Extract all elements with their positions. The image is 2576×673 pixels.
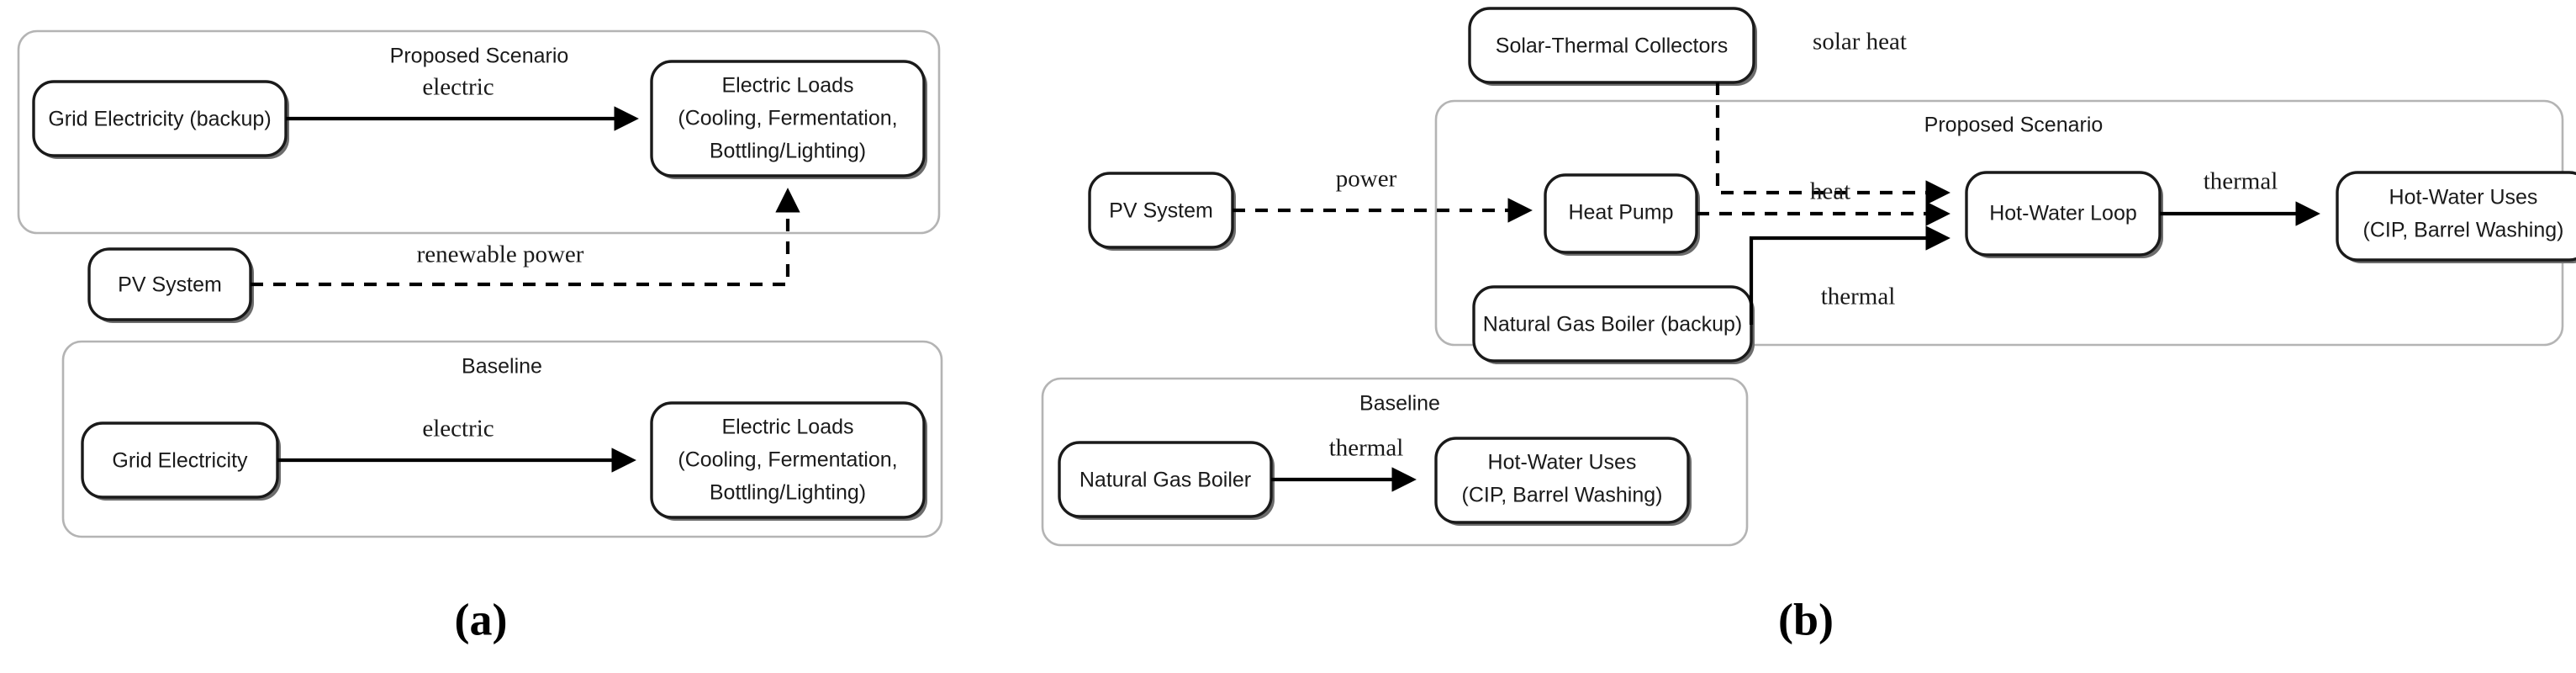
- node-label: Grid Electricity: [112, 449, 248, 473]
- node-hot-water-loop-b[interactable]: Hot-Water Loop: [1965, 171, 2163, 258]
- node-heat-pump-b[interactable]: Heat Pump: [1544, 173, 1700, 256]
- edge-label-heat: heat: [1810, 178, 1850, 205]
- node-label-line2: (CIP, Barrel Washing): [1462, 484, 1663, 507]
- edge-loop-thermal-b: thermal: [2160, 168, 2320, 226]
- node-pv-system-a[interactable]: PV System: [87, 247, 254, 323]
- panel-b: Solar-Thermal Collectors solar heat Prop…: [1041, 7, 2576, 644]
- node-label: Heat Pump: [1568, 201, 1673, 225]
- node-label: Hot-Water Loop: [1989, 202, 2137, 225]
- node-gas-boiler-b-baseline[interactable]: Natural Gas Boiler: [1058, 441, 1275, 520]
- edge-electric-a-baseline: electric: [277, 416, 636, 473]
- edge-line: [251, 188, 800, 287]
- node-solar-thermal-collectors-b[interactable]: Solar-Thermal Collectors: [1468, 7, 1757, 86]
- edge-label: thermal: [2204, 168, 2278, 195]
- node-hot-water-uses-b-proposed[interactable]: Hot-Water Uses (CIP, Barrel Washing): [2336, 171, 2576, 263]
- caption-panel-b: (b): [1778, 594, 1834, 644]
- node-grid-electricity-a-baseline[interactable]: Grid Electricity: [81, 421, 281, 501]
- edge-electric-a-proposed: electric: [286, 74, 639, 131]
- edge-label: thermal: [1329, 435, 1404, 462]
- node-hot-water-uses-b-baseline[interactable]: Hot-Water Uses (CIP, Barrel Washing): [1434, 437, 1692, 526]
- node-label-line2: (Cooling, Fermentation,: [678, 448, 897, 472]
- node-label-line2: (CIP, Barrel Washing): [2363, 219, 2564, 242]
- edge-label: electric: [422, 74, 494, 101]
- edge-label: electric: [422, 416, 494, 442]
- node-label-line1: Electric Loads: [721, 416, 853, 439]
- panel-a: Proposed Scenario Grid Electricity (back…: [17, 29, 943, 644]
- group-title-proposed-b: Proposed Scenario: [1924, 114, 2104, 137]
- edge-label: renewable power: [417, 241, 584, 268]
- node-label: Solar-Thermal Collectors: [1496, 34, 1728, 58]
- edge-label: power: [1336, 166, 1397, 193]
- edge-label: thermal: [1821, 284, 1896, 310]
- group-title-baseline-b: Baseline: [1359, 392, 1440, 416]
- group-title-proposed-a: Proposed Scenario: [390, 45, 569, 68]
- node-label: Natural Gas Boiler: [1079, 469, 1251, 492]
- edge-boiler-thermal-b: thermal: [1749, 225, 1950, 325]
- node-label: Natural Gas Boiler (backup): [1483, 313, 1742, 336]
- edge-label-solar-heat: solar heat: [1813, 29, 1907, 56]
- caption-panel-a: (a): [455, 594, 508, 644]
- node-pv-system-b[interactable]: PV System: [1088, 172, 1236, 251]
- node-label-line1: Hot-Water Uses: [2389, 186, 2538, 209]
- edge-line: [1749, 225, 1950, 325]
- node-gas-boiler-backup-b[interactable]: Natural Gas Boiler (backup): [1472, 285, 1755, 364]
- group-title-baseline-a: Baseline: [462, 355, 542, 379]
- edge-baseline-thermal-b: thermal: [1271, 435, 1417, 492]
- node-box[interactable]: [1468, 7, 1755, 84]
- edge-solar-heat-line-b: heat: [1715, 82, 1950, 205]
- node-electric-loads-a-proposed[interactable]: Electric Loads (Cooling, Fermentation, B…: [650, 60, 927, 179]
- edge-renewable-power-a: renewable power: [251, 188, 800, 287]
- node-box[interactable]: [2336, 171, 2576, 262]
- node-box[interactable]: [650, 60, 926, 178]
- node-label-line1: Electric Loads: [721, 74, 853, 98]
- node-label-line3: Bottling/Lighting): [710, 140, 866, 163]
- node-label-line1: Hot-Water Uses: [1488, 451, 1637, 474]
- node-grid-electricity-backup-a[interactable]: Grid Electricity (backup): [32, 80, 289, 159]
- node-label: Grid Electricity (backup): [48, 108, 271, 131]
- node-label: PV System: [1109, 199, 1213, 223]
- node-label-line2: (Cooling, Fermentation,: [678, 107, 897, 130]
- node-electric-loads-a-baseline[interactable]: Electric Loads (Cooling, Fermentation, B…: [650, 401, 927, 521]
- node-box[interactable]: [1434, 437, 1690, 524]
- edge-power-b: power: [1233, 166, 1533, 223]
- node-label: PV System: [118, 273, 222, 297]
- node-label-line3: Bottling/Lighting): [710, 481, 866, 505]
- node-box[interactable]: [650, 401, 926, 519]
